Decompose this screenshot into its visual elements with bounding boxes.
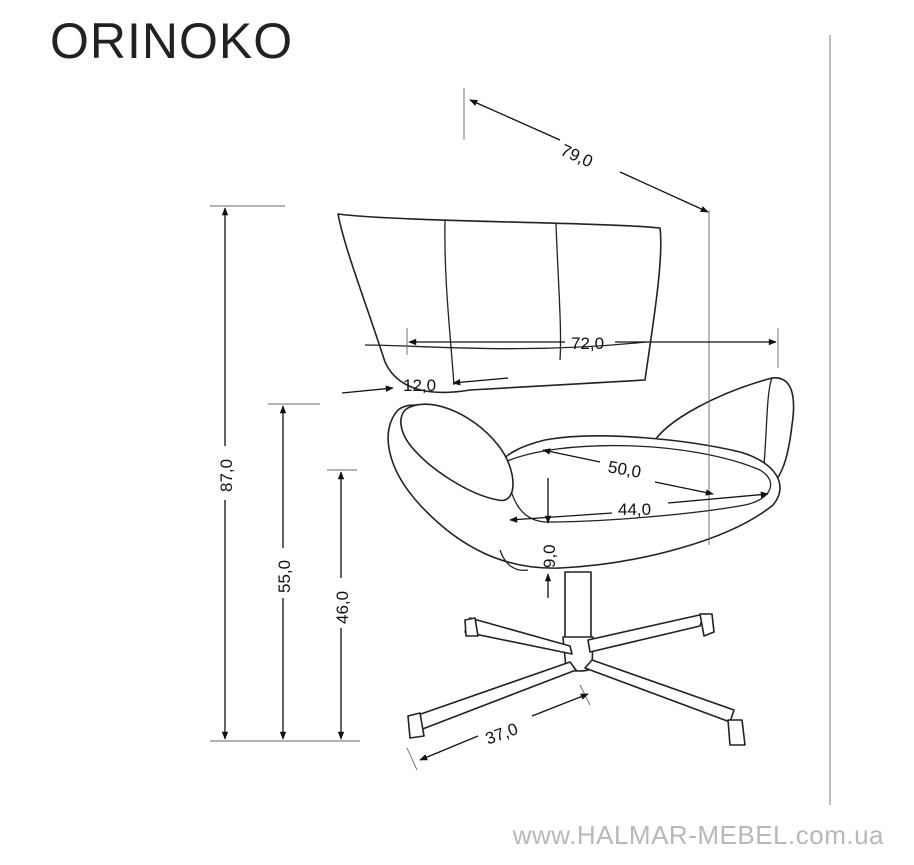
dim-seat-height: 46,0 [333,591,352,624]
dim-seat-width: 44,0 [618,500,651,519]
backrest [337,213,662,394]
dim-base-radius: 37,0 [483,719,521,748]
seat-shell [387,404,781,569]
chair-illustration [337,213,795,746]
dim-armrest-width: 12,0 [403,376,436,395]
base-leg-back-left [464,617,573,655]
footer-url: www.HALMAR-MEBEL.com.ua [512,820,884,850]
base-leg-back-right [587,613,705,653]
base-leg-front-right [584,659,735,723]
left-armrest [400,403,514,502]
dim-total-height: 87,0 [217,459,236,492]
dim-depth: 79,0 [558,141,596,172]
dim-armrest-height: 55,0 [275,560,294,593]
swivel-stem [564,571,592,641]
dim-seat-thickness: 9,0 [540,544,559,568]
dim-width: 72,0 [571,334,604,353]
page-title: ORINOKO [50,13,294,69]
base-leg-front-left [417,661,577,731]
